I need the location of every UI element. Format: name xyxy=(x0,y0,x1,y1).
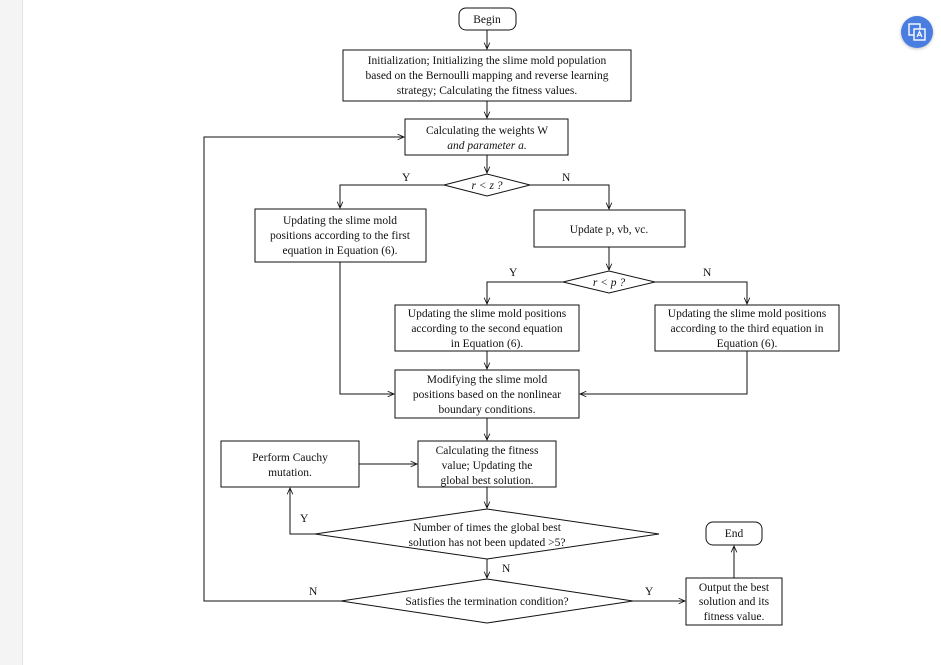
fitness-line-3: global best solution. xyxy=(441,475,534,487)
modify-line-2: positions based on the nonlinear xyxy=(413,389,561,401)
weights-line-2: and parameter a. xyxy=(447,140,527,152)
label-count-yes: Y xyxy=(300,513,309,525)
decision-termination: Satisfies the termination condition? xyxy=(340,578,634,624)
update-second-line-2: according to the second equation xyxy=(411,323,563,335)
arrow-count-yes xyxy=(290,488,315,535)
modify-line-3: boundary conditions. xyxy=(438,404,535,416)
update-first-line-3: equation in Equation (6). xyxy=(283,245,398,257)
update-first-box: Updating the slime mold positions accord… xyxy=(254,208,427,263)
end-node: End xyxy=(705,521,763,546)
decision-update-count: Number of times the global best solution… xyxy=(314,508,660,560)
weights-line-1: Calculating the weights W xyxy=(426,125,548,137)
decision-termination-text: Satisfies the termination condition? xyxy=(405,596,568,608)
output-line-1: Output the best xyxy=(699,582,770,594)
update-second-box: Updating the slime mold positions accord… xyxy=(394,304,580,352)
decision-r-less-z: r < z ? xyxy=(443,173,531,197)
update-first-line-2: positions according to the first xyxy=(270,230,411,242)
init-box: Initialization; Initializing the slime m… xyxy=(342,49,632,102)
label-term-yes: Y xyxy=(645,586,654,598)
label-count-no: N xyxy=(502,563,511,575)
label-rp-no: N xyxy=(703,267,712,279)
arrow-rp-no xyxy=(655,281,747,304)
output-box: Output the best solution and its fitness… xyxy=(685,577,783,626)
weights-box: Calculating the weights W and parameter … xyxy=(404,118,569,156)
label-rz-yes: Y xyxy=(402,172,411,184)
arrow-rp-yes xyxy=(487,281,563,304)
decision-update-count-line-1: Number of times the global best xyxy=(413,522,562,534)
output-line-2: solution and its xyxy=(699,596,770,608)
left-margin-strip xyxy=(0,0,23,665)
update-params-box: Update p, vb, vc. xyxy=(533,209,686,248)
arrow-rz-no xyxy=(530,184,609,209)
cauchy-line-1: Perform Cauchy xyxy=(252,452,328,464)
decision-update-count-line-2: solution has not been updated >5? xyxy=(409,537,566,549)
begin-text: Begin xyxy=(473,14,501,26)
arrow-first-modify xyxy=(339,262,394,394)
connectors xyxy=(203,30,748,602)
update-params-text: Update p, vb, vc. xyxy=(570,224,649,236)
label-rp-yes: Y xyxy=(509,267,518,279)
update-second-line-1: Updating the slime mold positions xyxy=(408,308,567,320)
cauchy-line-2: mutation. xyxy=(268,467,312,479)
decision-r-less-p-text: r < p ? xyxy=(593,277,626,289)
update-third-line-1: Updating the slime mold positions xyxy=(668,308,827,320)
cauchy-box: Perform Cauchy mutation. xyxy=(220,440,360,488)
init-line-3: strategy; Calculating the fitness values… xyxy=(397,85,578,97)
init-line-1: Initialization; Initializing the slime m… xyxy=(368,55,607,67)
end-text: End xyxy=(725,528,744,540)
label-rz-no: N xyxy=(562,172,571,184)
fitness-box: Calculating the fitness value; Updating … xyxy=(417,440,557,488)
modify-line-1: Modifying the slime mold xyxy=(427,374,548,386)
fitness-line-2: value; Updating the xyxy=(442,460,533,472)
label-term-no: N xyxy=(309,586,318,598)
decision-r-less-z-text: r < z ? xyxy=(471,180,502,192)
output-line-3: fitness value. xyxy=(704,611,765,623)
arrow-third-modify xyxy=(580,351,748,394)
decision-r-less-p: r < p ? xyxy=(562,270,656,294)
arrow-rz-yes xyxy=(340,184,444,208)
begin-node: Begin xyxy=(458,7,517,31)
update-third-box: Updating the slime mold positions accord… xyxy=(654,304,840,352)
init-line-2: based on the Bernoulli mapping and rever… xyxy=(365,70,608,82)
update-third-line-2: according to the third equation in xyxy=(671,323,824,335)
update-second-line-3: in Equation (6). xyxy=(451,338,524,350)
branch-labels: Y N Y N Y N N Y xyxy=(300,172,712,598)
modify-box: Modifying the slime mold positions based… xyxy=(394,369,580,419)
translate-button[interactable] xyxy=(901,16,933,48)
translate-icon xyxy=(908,23,926,41)
update-first-line-1: Updating the slime mold xyxy=(283,215,397,227)
arrow-term-no xyxy=(203,137,404,602)
fitness-line-1: Calculating the fitness xyxy=(436,445,539,457)
update-third-line-3: Equation (6). xyxy=(717,338,778,350)
